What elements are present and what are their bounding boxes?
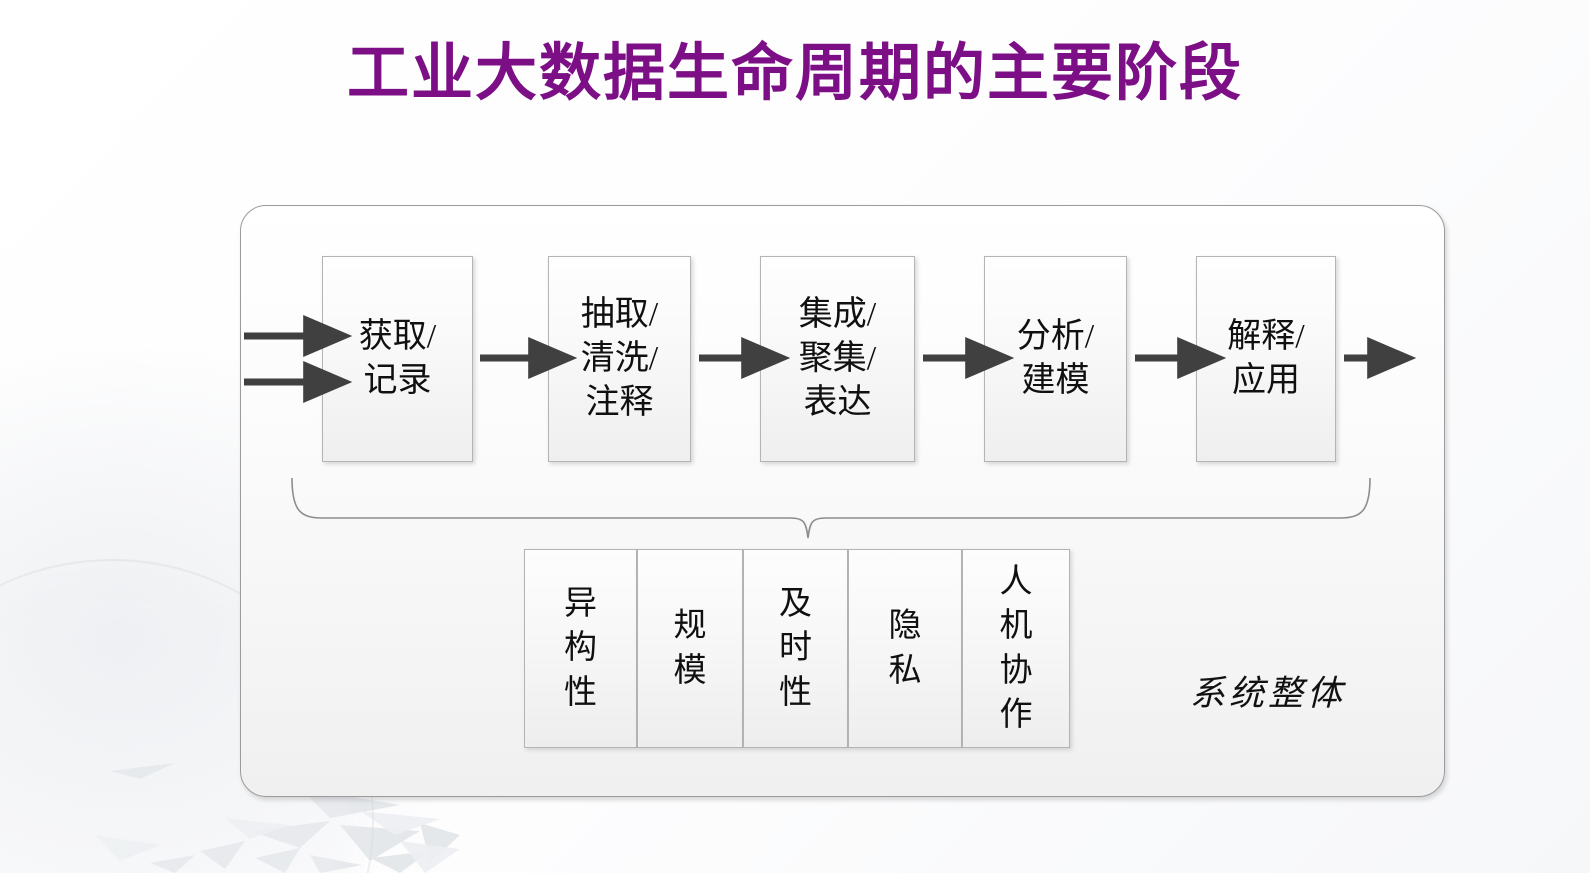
stage-box-acquire[interactable]: 获取/ 记录 [322,256,473,462]
factor-box-scale[interactable]: 规 模 [637,549,743,748]
stage-label-acquire: 获取/ 记录 [358,317,437,399]
factor-label-privacy: 隐 私 [888,608,922,689]
system-whole-caption: 系统整体 [1190,674,1347,713]
page-title: 工业大数据生命周期的主要阶段 [346,39,1243,108]
stage-label-integrate: 集成/ 聚集/ 表达 [798,295,877,422]
stage-label-interpret: 解释/ 应用 [1227,317,1305,399]
stage-box-interpret[interactable]: 解释/ 应用 [1196,256,1336,462]
stage-box-analyze[interactable]: 分析/ 建模 [984,256,1127,462]
factor-label-human-machine-collab: 人 机 协 作 [999,564,1033,733]
factor-label-scale: 规 模 [673,608,707,689]
factor-box-heterogeneity[interactable]: 异 构 性 [524,549,637,748]
stage-box-integrate[interactable]: 集成/ 聚集/ 表达 [760,256,915,462]
stage-label-analyze: 分析/ 建模 [1016,317,1095,399]
factor-label-timeliness: 及 时 性 [779,586,812,711]
stage-label-extract: 抽取/ 清洗/ 注释 [580,295,659,422]
factor-box-privacy[interactable]: 隐 私 [848,549,962,748]
factor-label-heterogeneity: 异 构 性 [564,586,597,711]
factor-box-timeliness[interactable]: 及 时 性 [743,549,848,748]
factor-box-human-machine-collab[interactable]: 人 机 协 作 [962,549,1070,748]
stage-box-extract[interactable]: 抽取/ 清洗/ 注释 [548,256,691,462]
